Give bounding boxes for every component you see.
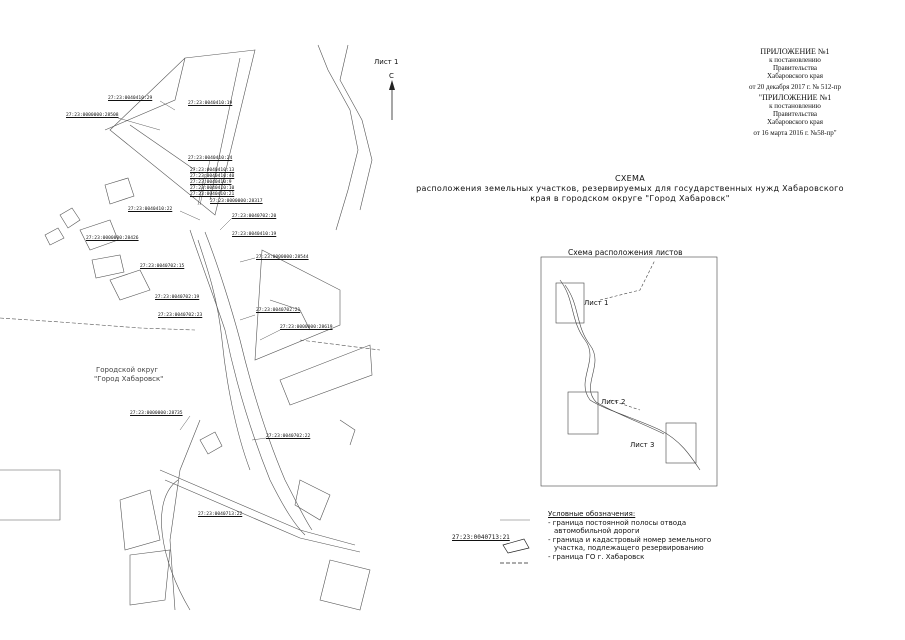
parcel-label: 27:23:0000000:28508 [66,113,119,118]
parcel-label: 27:23:0040713:22 [198,512,243,517]
legend-item-road-strip: - граница постоянной полосы отвода [548,518,687,527]
parcel-label: 27:23:0040410:29 [108,96,153,101]
parcel-label: 27:23:0040702:23 [158,313,203,318]
government: Правительства [772,64,818,72]
appendix-title-prev: "ПРИЛОЖЕНИЕ №1 [758,93,832,102]
north-label: С [389,72,394,80]
parcel-label: 27:23:0040410:13 [190,168,235,173]
legend-item-parcel: - граница и кадастровый номер земельного [548,535,712,544]
resolution-date-prev: от 16 марта 2016 г. №58-пр" [753,129,837,137]
inset-title: Схема расположения листов [568,248,683,257]
parcel-label: 27:23:0040410:9 [190,180,232,185]
legend-title: Условные обозначения: [548,510,636,518]
parcel-label: 27:23:0000000:28735 [130,411,183,416]
parcel-label: 27:23:0040702:19 [155,295,200,300]
title-line3: края в городском округе "Город Хабаровск… [530,194,730,203]
parcel-label: 27:23:0040410:22 [128,207,173,212]
parcel-label: 27:23:0040702:20 [232,214,277,219]
to-resolution: к постановлению [769,56,821,64]
inset-sheet2: Лист 2 [601,398,626,406]
inset-sheet1: Лист 1 [584,299,609,307]
parcel-label: 27:23:0000000:28544 [256,255,309,260]
region-prev: Хабаровского края [767,118,823,126]
region: Хабаровского края [767,72,823,80]
north-arrow-icon [389,80,395,120]
parcel-label: 27:23:0000000:28426 [86,236,139,241]
parcel-label: 27:23:0040410:10 [190,186,235,191]
inset-sheet3: Лист 3 [630,441,655,449]
parcel-label: 27:23:0040410:24 [188,156,233,161]
legend-sample-parcel: 27:23:0040713:21 [452,534,510,541]
parcel-label: 27:23:0040702:21 [256,308,301,313]
scheme-title: СХЕМА расположения земельных участков, р… [400,174,860,204]
legend: Условные обозначения: - граница постоянн… [548,510,711,561]
parcel-label: 27:23:0000000:28619 [280,325,333,330]
legend-item-boundary: - граница ГО г. Хабаровск [548,552,645,561]
parcel-label: 27:23:0040702:22 [266,434,311,439]
sheet-label: Лист 1 [374,58,399,66]
parcel-label: 27:23:0040410:21 [190,192,235,197]
legend-item-road-strip-cont: автомобильной дороги [554,527,640,535]
legend-item-parcel-cont: участка, подлежащего резервированию [554,544,704,552]
area-label-line1: Городской округ [96,366,159,374]
appendix-stamp: ПРИЛОЖЕНИЕ №1 к постановлению Правительс… [720,47,870,138]
parcel-label: 27:23:0040410:40 [190,174,235,179]
parcel-label: 27:23:0040702:15 [140,264,185,269]
title-line2: расположения земельных участков, резерви… [416,184,844,193]
parcel-label: 27:23:0000000:28317 [210,199,263,204]
parcel-label: 27:23:0040410:19 [188,101,233,106]
to-resolution-prev: к постановлению [769,102,821,110]
parcel-label: 27:23:0040410:19 [232,232,277,237]
area-label-line2: "Город Хабаровск" [94,375,164,383]
government-prev: Правительства [772,110,818,118]
resolution-date: от 20 декабря 2017 г. № 512-пр [749,83,841,91]
appendix-title: ПРИЛОЖЕНИЕ №1 [760,47,830,56]
title-line1: СХЕМА [615,174,645,183]
